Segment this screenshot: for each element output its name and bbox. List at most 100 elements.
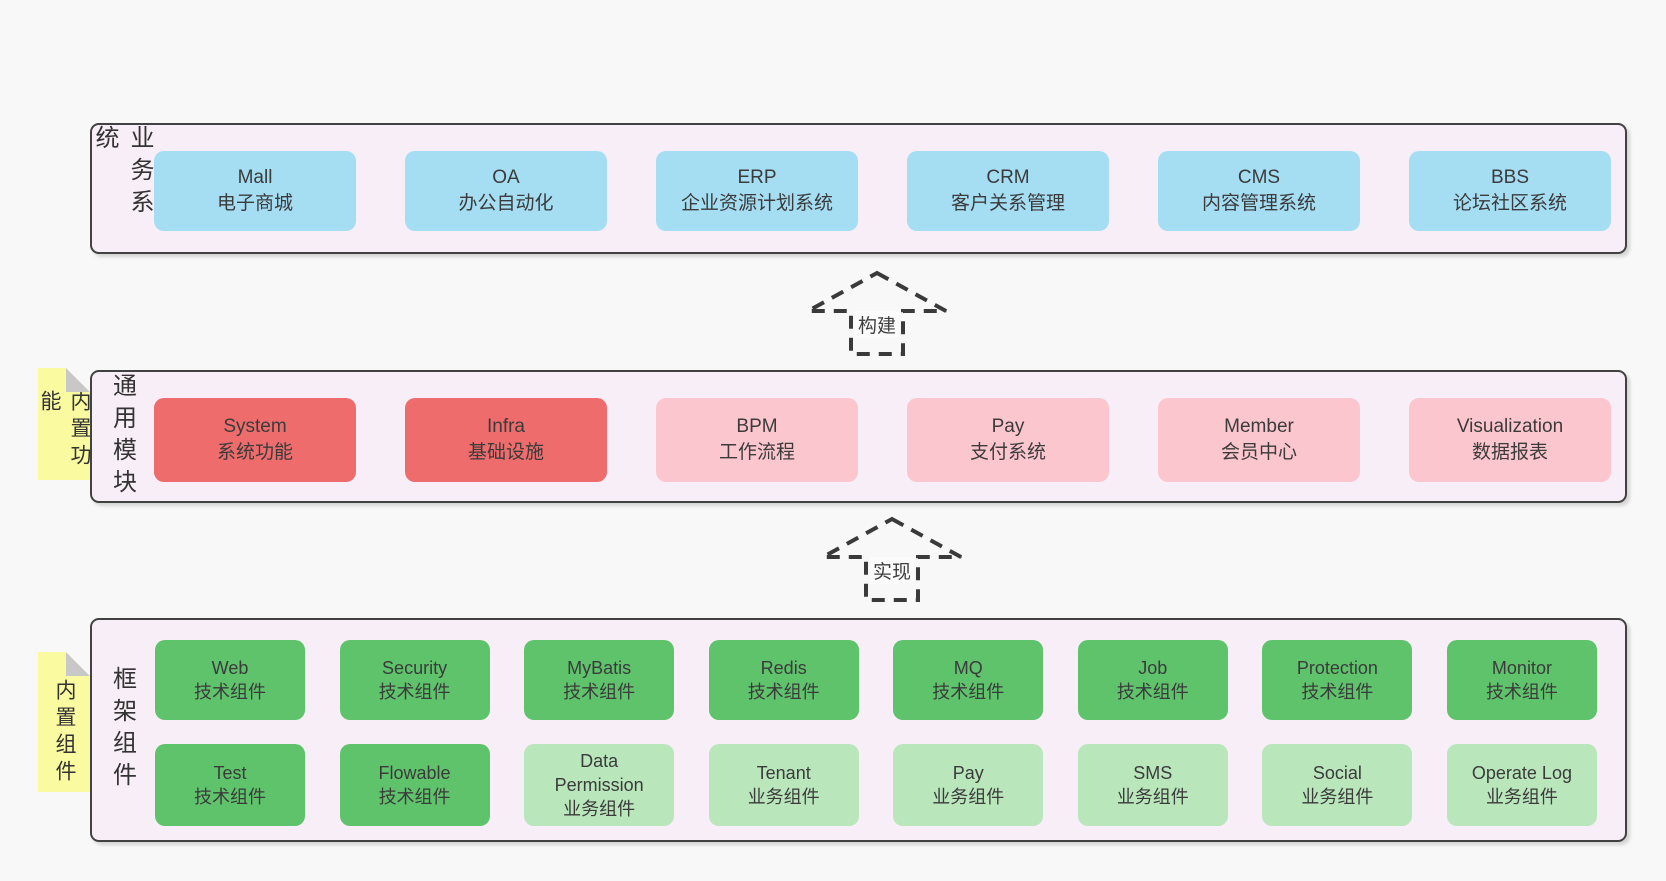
node-title: Web — [211, 657, 249, 678]
node-title: OA — [492, 167, 520, 189]
component-node: SMS 业务组件 — [1077, 744, 1228, 826]
system-node: CRM 客户关系管理 — [907, 151, 1109, 231]
node-title: Protection — [1296, 657, 1378, 678]
band-modules-label: 通用模块 — [108, 372, 136, 501]
component-node: Operate Log 业务组件 — [1446, 744, 1597, 826]
node-subtitle: 支付系统 — [969, 442, 1046, 463]
module-node: Pay 支付系统 — [907, 398, 1109, 482]
node-subtitle: 企业资源计划系统 — [680, 193, 833, 214]
node-title: Mall — [237, 167, 273, 189]
up-block-arrow-icon — [807, 270, 947, 356]
component-node: Data Permission 业务组件 — [524, 744, 675, 826]
sticky-note-built-in-components: 内置组件 — [38, 652, 90, 792]
node-subtitle: 技术组件 — [1485, 682, 1558, 702]
node-subtitle: 技术组件 — [563, 682, 636, 702]
node-subtitle: 工作流程 — [718, 442, 795, 463]
node-title: MyBatis — [567, 657, 632, 678]
node-subtitle: 办公自动化 — [458, 193, 554, 214]
node-title: Test — [213, 762, 247, 783]
node-subtitle: 业务组件 — [932, 787, 1005, 807]
module-node: Visualization 数据报表 — [1409, 398, 1611, 482]
node-title: System — [223, 416, 287, 438]
node-subtitle: 业务组件 — [563, 799, 636, 820]
node-title: Member — [1224, 416, 1294, 438]
node-subtitle: 技术组件 — [1301, 682, 1374, 702]
component-node: Tenant 业务组件 — [708, 744, 859, 826]
node-title: Redis — [760, 657, 807, 678]
module-node: Member 会员中心 — [1158, 398, 1360, 482]
system-node: Mall 电子商城 — [154, 151, 356, 231]
band-common-modules: 通用模块 System 系统功能 Infra 基础设施 BPM 工作流程 Pay… — [90, 370, 1627, 503]
component-node: Security 技术组件 — [339, 640, 490, 720]
node-subtitle: 客户关系管理 — [950, 193, 1065, 214]
node-title: MQ — [953, 657, 983, 678]
node-subtitle: 电子商城 — [216, 193, 293, 214]
node-subtitle: 数据报表 — [1471, 442, 1548, 463]
node-title: Monitor — [1491, 657, 1552, 678]
node-subtitle: 论坛社区系统 — [1452, 193, 1567, 214]
modules-box-row: System 系统功能 Infra 基础设施 BPM 工作流程 Pay 支付系统… — [154, 398, 1611, 482]
node-subtitle: 会员中心 — [1220, 442, 1297, 463]
node-title: Job — [1138, 657, 1168, 678]
node-title: Social — [1312, 762, 1362, 783]
node-title: Pay — [952, 762, 984, 783]
node-subtitle: 技术组件 — [1116, 682, 1189, 702]
node-subtitle: 技术组件 — [747, 682, 820, 702]
node-title: Infra — [486, 416, 526, 438]
node-title: Pay — [991, 416, 1025, 438]
band-framework-components: 框架组件 Web 技术组件 Security 技术组件 MyBatis 技术组件… — [90, 618, 1627, 842]
component-node: Job 技术组件 — [1077, 640, 1228, 720]
node-subtitle: 技术组件 — [932, 682, 1005, 702]
node-subtitle: 技术组件 — [194, 787, 266, 807]
build-arrow: 构建 — [804, 269, 950, 357]
component-node: Pay 业务组件 — [893, 744, 1044, 826]
node-subtitle: 系统功能 — [216, 442, 293, 463]
node-title: CRM — [986, 167, 1030, 189]
node-subtitle: 技术组件 — [378, 682, 451, 702]
component-node: MQ 技术组件 — [893, 640, 1044, 720]
band-framework-label: 框架组件 — [108, 666, 136, 794]
node-title: ERP — [737, 167, 777, 189]
framework-box-row-1: Web 技术组件 Security 技术组件 MyBatis 技术组件 Redi… — [155, 640, 1597, 720]
node-subtitle: 技术组件 — [378, 787, 451, 807]
component-node: Protection 技术组件 — [1262, 640, 1413, 720]
node-subtitle: 业务组件 — [1301, 787, 1374, 807]
node-title: Data Permission — [554, 750, 644, 795]
sticky-note-text: 内置组件 — [53, 679, 76, 787]
band-business-label: 业务系统 — [91, 125, 153, 221]
build-arrow-label: 构建 — [854, 311, 900, 338]
node-subtitle: 业务组件 — [1116, 787, 1189, 807]
component-node: Test 技术组件 — [155, 744, 305, 826]
component-node: Web 技术组件 — [155, 640, 305, 720]
node-title: Visualization — [1456, 416, 1564, 438]
node-title: CMS — [1237, 167, 1281, 189]
system-node: CMS 内容管理系统 — [1158, 151, 1360, 231]
node-subtitle: 技术组件 — [194, 682, 266, 702]
node-title: Security — [382, 657, 448, 678]
folded-corner-icon — [66, 368, 90, 392]
component-node: Monitor 技术组件 — [1446, 640, 1597, 720]
node-subtitle: 基础设施 — [467, 442, 544, 463]
sticky-note-built-in-features: 内置功能 — [38, 368, 90, 480]
component-node: MyBatis 技术组件 — [524, 640, 675, 720]
framework-box-row-2: Test 技术组件 Flowable 技术组件 Data Permission … — [155, 744, 1597, 826]
node-subtitle: 业务组件 — [1485, 787, 1558, 807]
component-node: Flowable 技术组件 — [339, 744, 490, 826]
module-node: Infra 基础设施 — [405, 398, 607, 482]
node-title: SMS — [1133, 762, 1173, 783]
module-node: System 系统功能 — [154, 398, 356, 482]
system-node: ERP 企业资源计划系统 — [656, 151, 858, 231]
node-title: Tenant — [756, 762, 811, 783]
band-business-systems: 业务系统 Mall 电子商城 OA 办公自动化 ERP 企业资源计划系统 CRM… — [90, 123, 1627, 254]
node-title: Operate Log — [1471, 762, 1572, 783]
sticky-note-text: 内置功能 — [38, 390, 91, 471]
node-title: BPM — [736, 416, 778, 438]
system-node: BBS 论坛社区系统 — [1409, 151, 1611, 231]
implement-arrow-label: 实现 — [869, 557, 915, 584]
node-subtitle: 内容管理系统 — [1201, 193, 1316, 214]
business-box-row: Mall 电子商城 OA 办公自动化 ERP 企业资源计划系统 CRM 客户关系… — [154, 151, 1611, 231]
system-node: OA 办公自动化 — [405, 151, 607, 231]
component-node: Redis 技术组件 — [708, 640, 859, 720]
implement-arrow: 实现 — [819, 515, 965, 603]
